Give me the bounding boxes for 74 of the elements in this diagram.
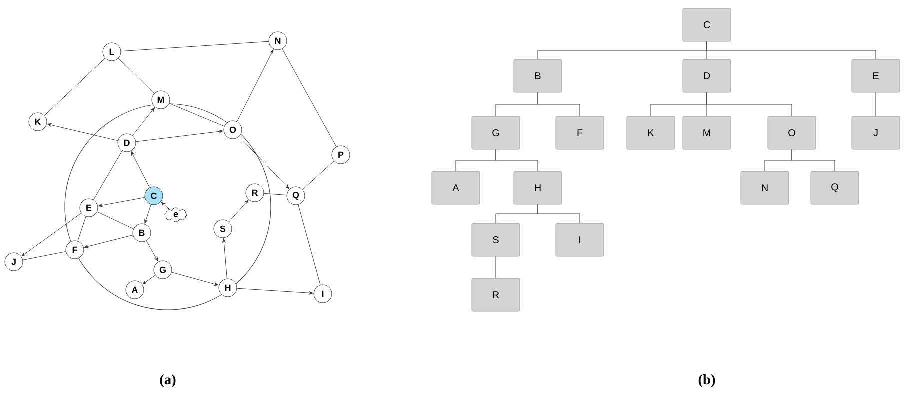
arrow xyxy=(142,275,156,284)
graph-node: F xyxy=(66,240,84,260)
tree-box: O xyxy=(768,116,816,150)
tree-box: I xyxy=(556,223,604,257)
tree-connector xyxy=(538,204,580,224)
graph-node: L xyxy=(102,42,122,62)
panel-label: (b) xyxy=(698,374,716,388)
arrow xyxy=(47,124,118,142)
graph-node: Q xyxy=(286,186,306,206)
arrow xyxy=(144,204,152,224)
tree-box: E xyxy=(852,59,900,93)
arrow xyxy=(172,272,219,286)
graph-node: R xyxy=(246,184,264,202)
graph-node: S xyxy=(214,220,232,238)
graph-node: E xyxy=(80,198,98,218)
arrow xyxy=(236,288,314,295)
tree-box: K xyxy=(626,116,676,150)
tree-box: J xyxy=(852,116,900,150)
tree-box: S xyxy=(472,223,520,257)
tree-connector xyxy=(706,41,876,60)
graph-node: A xyxy=(126,280,144,300)
arrow xyxy=(239,136,290,190)
arrow xyxy=(236,50,274,122)
graph-edge xyxy=(302,160,334,190)
panel-label: (a) xyxy=(160,374,176,388)
arrow xyxy=(84,235,134,248)
tree-connector xyxy=(496,149,538,172)
tree-box: F xyxy=(556,116,604,150)
tree-box: G xyxy=(472,116,520,150)
graph-edge xyxy=(93,150,123,200)
tree-connector xyxy=(792,149,836,172)
graph-node: B xyxy=(132,224,152,242)
arrow xyxy=(161,202,170,210)
graph-node: H xyxy=(218,278,238,298)
arrow xyxy=(132,108,156,136)
graph-node: N xyxy=(268,32,288,50)
tree-box: D xyxy=(682,59,732,93)
graph-edge xyxy=(78,216,86,242)
tree-connector xyxy=(706,92,792,117)
graph-node: P xyxy=(332,146,350,164)
graph-edge xyxy=(118,58,155,94)
arrow xyxy=(98,197,146,208)
graph-edge xyxy=(22,252,66,260)
tree-box: C xyxy=(682,8,732,42)
tree-box: H xyxy=(514,171,562,205)
tree-box: B xyxy=(514,59,562,93)
cloud-node: e xyxy=(164,208,188,222)
graph-edge xyxy=(120,41,270,52)
tree-box: R xyxy=(472,278,520,312)
graph-node: G xyxy=(154,260,172,280)
tree-connector xyxy=(538,92,580,117)
tree-box: A xyxy=(432,171,480,205)
arrow xyxy=(228,200,249,222)
graph-edge xyxy=(169,103,225,127)
arrow xyxy=(22,213,82,256)
graph-node: D xyxy=(118,134,136,152)
arrow xyxy=(222,238,228,280)
arrow xyxy=(131,152,150,188)
graph-node: C xyxy=(144,186,164,206)
tree-box: M xyxy=(682,116,732,150)
graph-edge xyxy=(97,212,134,230)
graph-node: K xyxy=(28,112,48,132)
tree-box: N xyxy=(740,171,790,205)
tree-box: Q xyxy=(810,171,860,205)
graph-edge xyxy=(44,58,106,116)
graph-edge xyxy=(282,48,337,148)
arrow xyxy=(136,130,224,142)
graph-node: J xyxy=(4,252,24,272)
graph-node: I xyxy=(314,284,332,304)
graph-edge xyxy=(298,204,321,286)
graph-node: O xyxy=(224,120,242,140)
graph-node: M xyxy=(152,90,170,110)
graph-edge xyxy=(264,193,288,196)
arrow xyxy=(146,240,158,262)
